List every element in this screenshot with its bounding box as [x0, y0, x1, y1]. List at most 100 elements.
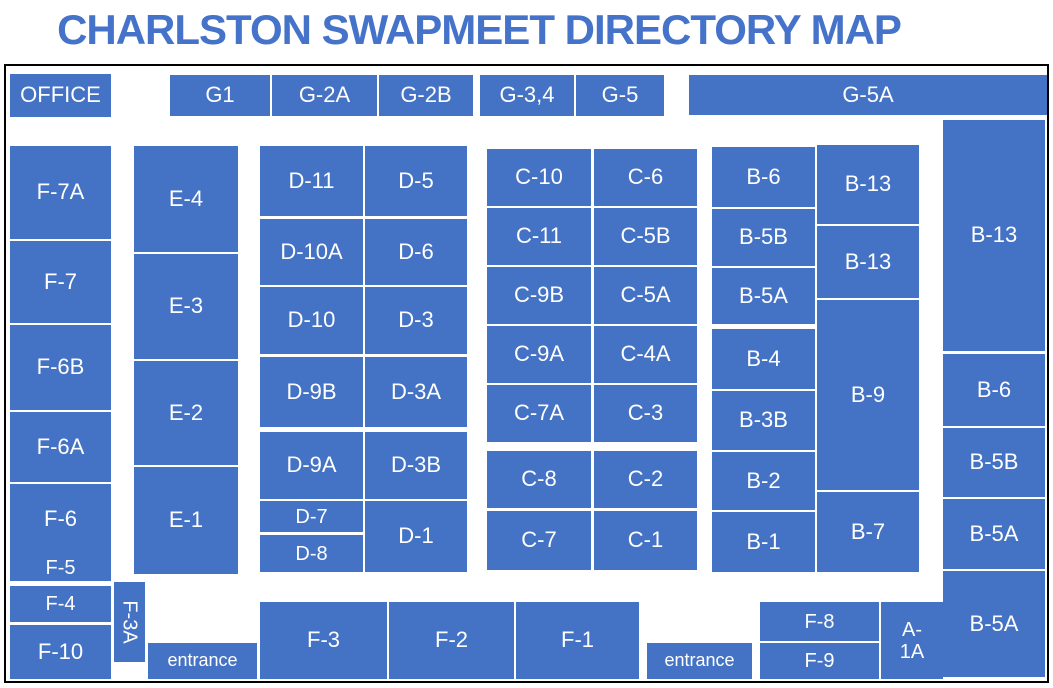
stall-office: OFFICE: [10, 74, 111, 117]
stall-c5b: C-5B: [594, 208, 697, 265]
stall-d11: D-11: [260, 146, 363, 216]
stall-d8: D-8: [260, 535, 363, 572]
stall-c3: C-3: [594, 385, 697, 442]
stall-label: F-4: [45, 593, 76, 615]
stall-label: D-3A: [390, 378, 442, 404]
stall-b9: B-9: [817, 300, 919, 490]
stall-label: B-5A: [969, 610, 1019, 636]
stall-g34: G-3,4: [480, 75, 574, 116]
stall-label: B-5B: [739, 224, 788, 250]
stall-d9a: D-9A: [260, 432, 363, 499]
stall-c8: C-8: [487, 451, 591, 508]
stall-c9a: C-9A: [487, 326, 591, 383]
stall-label: E-2: [168, 399, 204, 425]
stall-label: entrance: [167, 650, 238, 671]
stall-b5br: B-5B: [943, 428, 1045, 497]
stall-f7: F-7: [10, 241, 111, 323]
stall-b5ar: B-5A: [943, 499, 1045, 569]
stall-label: D-7: [295, 505, 328, 528]
stall-f3: F-3: [260, 602, 387, 679]
stall-d5: D-5: [365, 146, 467, 216]
stall-entrance2: entrance: [647, 643, 752, 679]
stall-label: F-7: [44, 268, 77, 294]
stall-g5: G-5: [576, 75, 664, 116]
stall-b6: B-6: [712, 147, 815, 207]
stall-label: B-3B: [739, 407, 788, 433]
stall-label: G-5A: [842, 81, 894, 107]
stall-label: C-9B: [513, 282, 565, 308]
stall-label: F-10: [37, 638, 84, 664]
stall-label: E-3: [168, 293, 204, 319]
stall-label: F-9: [804, 650, 835, 672]
stall-b13a: B-13: [817, 145, 919, 224]
stall-label: B-6: [976, 376, 1012, 402]
stall-g2a: G-2A: [272, 75, 377, 116]
stall-d1: D-1: [365, 501, 467, 572]
stall-label: F-6B: [36, 354, 85, 380]
stall-label: C-5A: [620, 282, 671, 308]
stall-label: D-10: [287, 307, 336, 333]
stall-b5ar2: B-5A: [943, 571, 1045, 677]
stall-label: D-9B: [286, 378, 337, 404]
stall-label: G-2B: [400, 82, 452, 108]
stall-label: D-9A: [286, 452, 337, 478]
stall-label: F-7A: [36, 179, 85, 205]
stall-label: D-6: [398, 238, 434, 264]
stall-label: C-11: [515, 223, 563, 249]
stall-label: C-8: [521, 466, 557, 492]
stall-c2: C-2: [594, 451, 697, 508]
stall-d7: D-7: [260, 501, 363, 532]
stall-c1: C-1: [594, 511, 697, 570]
stall-label: F-2: [435, 627, 468, 653]
stall-label: B-5A: [969, 520, 1019, 546]
stall-g5a: G-5A: [689, 75, 1047, 115]
stall-label: F-5: [45, 557, 76, 579]
stall-label: C-7: [521, 527, 557, 553]
stall-f1: F-1: [516, 602, 639, 679]
stall-label: C-10: [515, 164, 563, 190]
stall-c9b: C-9B: [487, 267, 591, 324]
stall-e1: E-1: [134, 467, 238, 574]
stall-c6: C-6: [594, 149, 697, 206]
stall-label: D-8: [295, 542, 328, 565]
stall-label: B-5B: [969, 449, 1019, 475]
stall-label: D-3: [398, 307, 434, 333]
stall-label: C-5B: [620, 223, 671, 249]
stall-b5a: B-5A: [712, 268, 815, 324]
stall-f5: F-5: [10, 555, 111, 581]
stall-label: G-5: [601, 82, 639, 108]
stall-a1a: A- 1A: [881, 602, 943, 679]
stall-label: B-2: [746, 467, 781, 493]
stall-d9b: D-9B: [260, 357, 363, 427]
stall-f6a: F-6A: [10, 412, 111, 482]
stall-b13c: B-13: [943, 120, 1045, 351]
page-title: CHARLSTON SWAPMEET DIRECTORY MAP: [57, 6, 902, 53]
stall-label: B-6: [746, 163, 781, 189]
stall-label: E-4: [168, 185, 204, 211]
stall-label: G-2A: [298, 82, 351, 108]
stall-label: B-4: [746, 345, 781, 371]
stall-d10a: D-10A: [260, 219, 363, 285]
stall-c11: C-11: [487, 208, 591, 265]
stall-label: G-3,4: [499, 82, 555, 108]
stall-e4: E-4: [134, 146, 238, 252]
stall-label: C-3: [627, 400, 664, 426]
stall-label: B-13: [970, 222, 1018, 248]
stall-f6b: F-6B: [10, 325, 111, 410]
stall-label: C-6: [627, 164, 664, 190]
stall-label: D-11: [288, 167, 335, 193]
stall-b13b: B-13: [817, 226, 919, 298]
stall-label: B-1: [746, 528, 781, 554]
stall-label: B-13: [844, 248, 892, 274]
stall-f4: F-4: [10, 586, 111, 622]
stall-label: OFFICE: [20, 82, 101, 108]
stall-d3a: D-3A: [365, 357, 467, 427]
stall-b4: B-4: [712, 329, 815, 389]
stall-c7a: C-7A: [487, 385, 591, 442]
stall-label: F-1: [561, 627, 594, 653]
stall-f10: F-10: [10, 625, 111, 679]
stall-f9: F-9: [760, 643, 879, 679]
stall-f2: F-2: [389, 602, 514, 679]
